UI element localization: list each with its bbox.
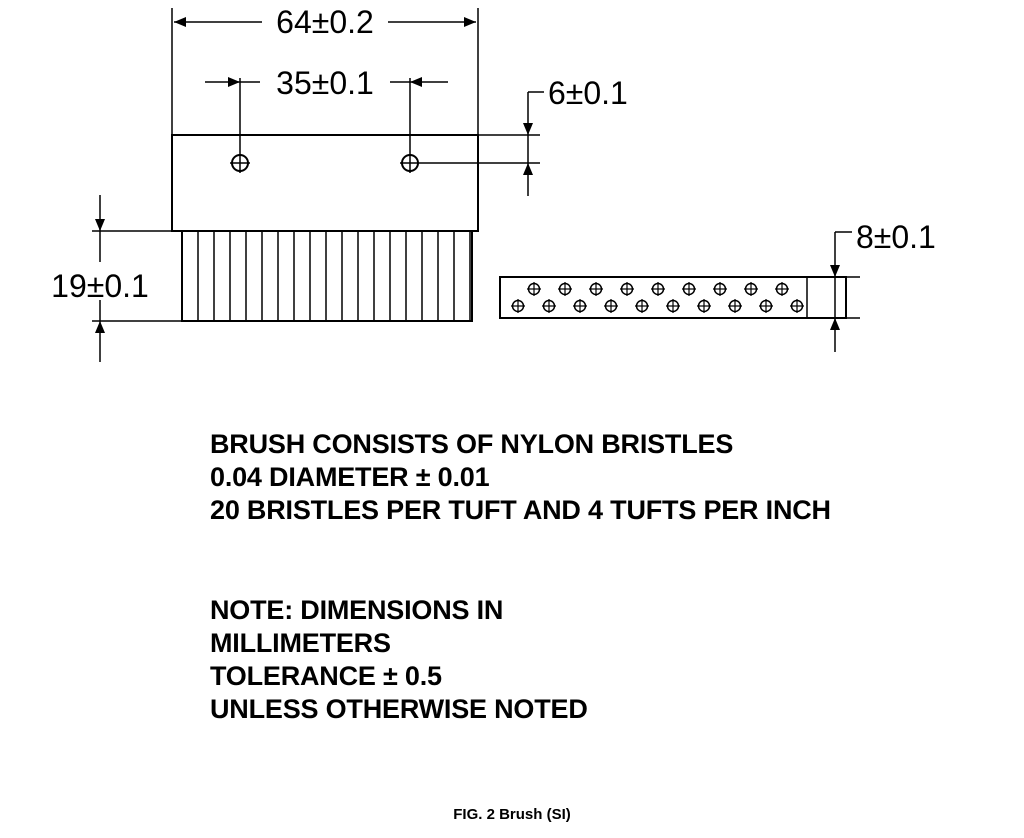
mounting-hole-right (400, 78, 420, 173)
tuft-hole (666, 299, 680, 313)
tuft-hole (744, 282, 758, 296)
note-line: NOTE: DIMENSIONS IN (210, 595, 504, 625)
dim-label-8: 8±0.1 (856, 219, 936, 255)
tuft-hole (558, 282, 572, 296)
tuft-hole (511, 299, 525, 313)
tuft-hole (604, 299, 618, 313)
tuft-hole (728, 299, 742, 313)
bristles (181, 230, 473, 322)
tuft-hole (573, 299, 587, 313)
note-block: NOTE: DIMENSIONS IN MILLIMETERS TOLERANC… (210, 594, 588, 726)
description-block: BRUSH CONSISTS OF NYLON BRISTLES 0.04 DI… (210, 428, 831, 527)
tuft-holes (511, 282, 804, 313)
tuft-hole (697, 299, 711, 313)
dim-label-35: 35±0.1 (276, 65, 374, 101)
dimension-width-overall: 64±0.2 (171, 4, 479, 135)
tuft-hole (790, 299, 804, 313)
dimension-hole-spacing: 35±0.1 (205, 65, 448, 101)
note-line: TOLERANCE ± 0.5 (210, 661, 442, 691)
tuft-hole (651, 282, 665, 296)
tuft-hole (759, 299, 773, 313)
dimension-side-thickness: 8±0.1 (830, 219, 936, 352)
tuft-hole (775, 282, 789, 296)
dim-label-19: 19±0.1 (51, 268, 149, 304)
description-line: BRUSH CONSISTS OF NYLON BRISTLES (210, 429, 734, 459)
brush-side-view (499, 276, 847, 319)
dimension-bristle-height: 19±0.1 (51, 195, 182, 362)
note-line: UNLESS OTHERWISE NOTED (210, 694, 588, 724)
dimension-hole-offset: 6±0.1 (420, 75, 628, 196)
tuft-hole (682, 282, 696, 296)
dim-label-6: 6±0.1 (548, 75, 628, 111)
figure-caption: FIG. 2 Brush (SI) (453, 806, 571, 823)
note-line: MILLIMETERS (210, 628, 391, 658)
tuft-hole (620, 282, 634, 296)
description-line: 0.04 DIAMETER ± 0.01 (210, 462, 490, 492)
description-line: 20 BRISTLES PER TUFT AND 4 TUFTS PER INC… (210, 495, 831, 525)
tuft-hole (542, 299, 556, 313)
brush-block (171, 134, 479, 232)
brush-drawing: 64±0.2 35±0.1 6±0.1 19±0.1 (51, 4, 936, 362)
mounting-hole-left (230, 78, 250, 173)
tuft-hole (589, 282, 603, 296)
tuft-hole (527, 282, 541, 296)
tuft-hole (713, 282, 727, 296)
dim-label-64: 64±0.2 (276, 4, 374, 40)
tuft-hole (635, 299, 649, 313)
